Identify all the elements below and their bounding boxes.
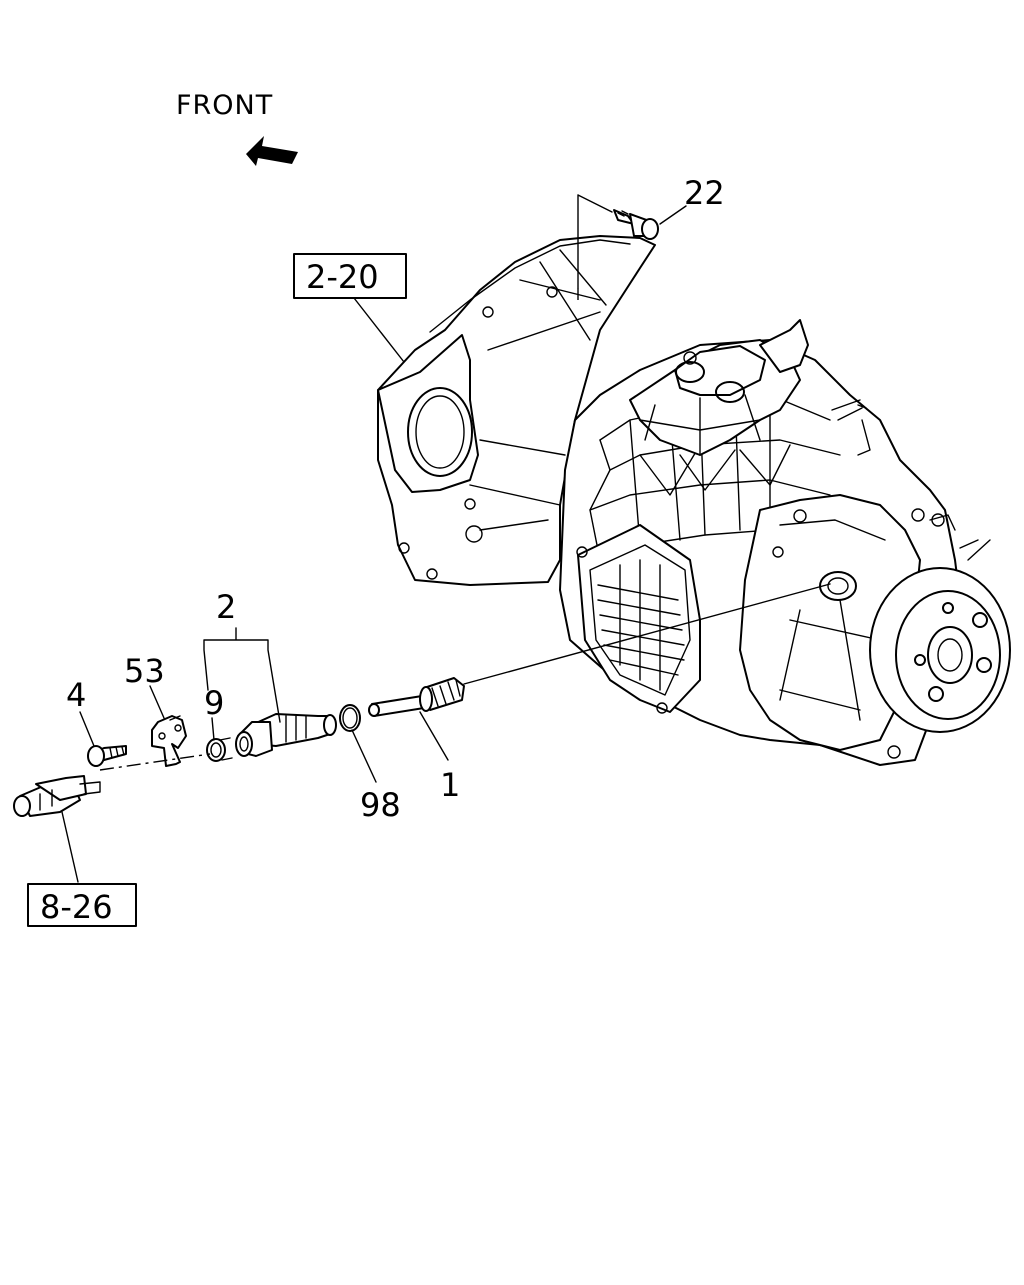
callout-53: 53 (124, 652, 165, 690)
leader-98 (351, 729, 377, 783)
leader-9 (211, 717, 215, 741)
bracket-2 (203, 627, 281, 723)
front-label: FRONT (176, 90, 273, 121)
callout-9: 9 (204, 684, 224, 722)
driven-gear-1 (368, 677, 465, 717)
axis-line (463, 583, 831, 685)
callout-22: 22 (684, 174, 725, 212)
housing-ref-box (293, 253, 407, 299)
leader-8-26 (61, 811, 79, 883)
leader-4 (79, 711, 95, 747)
transmission-assembly (377, 235, 1011, 766)
callout-1: 1 (440, 766, 460, 804)
bracket-22 (577, 194, 613, 289)
leader-53 (149, 685, 165, 719)
speedo-assembly-2 (235, 713, 337, 757)
callout-98: 98 (360, 786, 401, 824)
speed-sensor-8-26 (13, 775, 101, 817)
bracket-53 (151, 715, 187, 767)
callout-8-26: 8-26 (40, 888, 113, 926)
o-ring-98 (339, 704, 361, 732)
seal-9 (206, 737, 233, 762)
callout-2-20: 2-20 (306, 258, 379, 296)
leader-2-20 (353, 297, 405, 363)
leader-22 (659, 205, 687, 225)
leader-1 (419, 711, 449, 761)
callout-4: 4 (66, 676, 86, 714)
front-arrow-icon (246, 136, 298, 166)
bolt-4 (87, 745, 127, 767)
sensor-axis-line (99, 753, 211, 771)
sensor-ref-box (27, 883, 137, 927)
callout-2: 2 (216, 588, 236, 626)
bolt-22 (613, 209, 659, 240)
